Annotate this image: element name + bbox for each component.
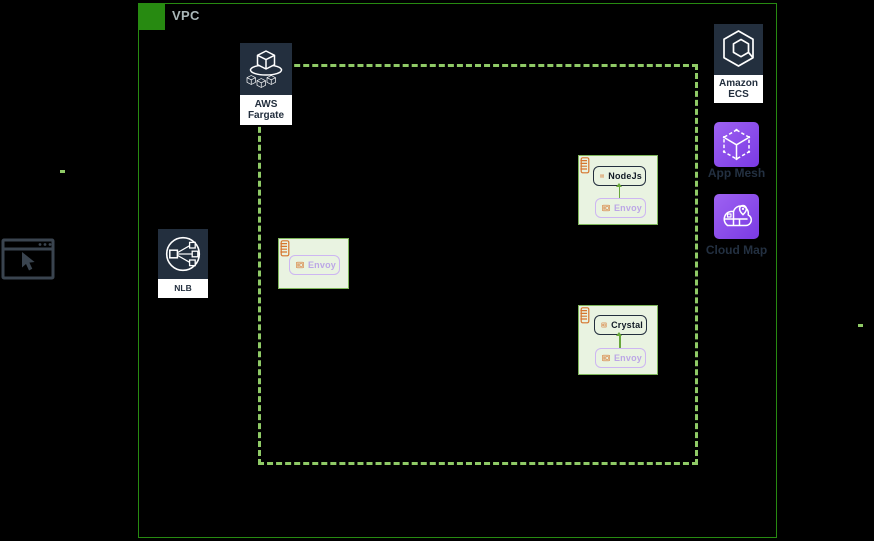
vpc-corner-icon — [138, 3, 165, 30]
vpc-label: VPC — [172, 8, 200, 23]
gateway-envoy-label: Envoy — [307, 260, 336, 270]
container-icon — [602, 354, 610, 362]
task-definition-icon — [580, 307, 590, 324]
container-icon — [600, 174, 605, 178]
nlb-label-text: NLB — [174, 282, 192, 293]
browser-client-icon — [1, 238, 55, 280]
app-mesh-icon — [722, 128, 751, 161]
task-definition-icon — [580, 157, 590, 174]
client-browser-node — [1, 237, 55, 285]
crystal-envoy-container: Envoy — [595, 348, 646, 368]
ecs-node — [714, 24, 763, 75]
nodejs-envoy-connector — [616, 183, 621, 198]
vpc-boundary — [138, 3, 777, 538]
nodejs-envoy-container: Envoy — [595, 198, 646, 218]
task-nodejs: NodeJs Envoy — [578, 155, 658, 225]
cloud-map-node — [714, 194, 759, 239]
nlb-label: NLB — [158, 279, 208, 298]
fargate-label-line2: Fargate — [247, 110, 285, 121]
edge-dash-right — [858, 324, 863, 327]
container-icon — [601, 322, 608, 328]
crystal-envoy-label: Envoy — [613, 353, 642, 363]
fargate-node — [240, 43, 292, 95]
ecs-label-line1: Amazon — [719, 77, 758, 89]
task-gateway: Envoy — [278, 238, 349, 289]
cloud-map-icon — [723, 204, 753, 227]
ecs-label: Amazon ECS — [714, 75, 763, 103]
crystal-envoy-connector — [616, 332, 622, 348]
fargate-cluster-boundary — [258, 64, 698, 465]
task-definition-icon — [280, 240, 290, 257]
edge-dash-left — [60, 170, 65, 173]
fargate-icon — [246, 50, 283, 88]
nodejs-app-label: NodeJs — [608, 171, 642, 181]
gateway-envoy-container: Envoy — [289, 255, 340, 275]
app-mesh-node — [714, 122, 759, 167]
crystal-app-label: Crystal — [611, 320, 643, 330]
nlb-node — [158, 229, 208, 279]
ecs-label-line2: ECS — [728, 89, 749, 100]
app-mesh-label: App Mesh — [707, 166, 766, 180]
nodejs-envoy-label: Envoy — [613, 203, 642, 213]
fargate-label: AWS Fargate — [240, 95, 292, 125]
cloud-map-label: Cloud Map — [705, 243, 768, 257]
container-icon — [602, 204, 610, 212]
task-crystal: Crystal Envoy — [578, 305, 658, 375]
ecs-icon — [723, 30, 754, 67]
container-icon — [296, 261, 304, 269]
fargate-label-line1: AWS — [254, 98, 278, 110]
nlb-icon — [165, 236, 201, 272]
